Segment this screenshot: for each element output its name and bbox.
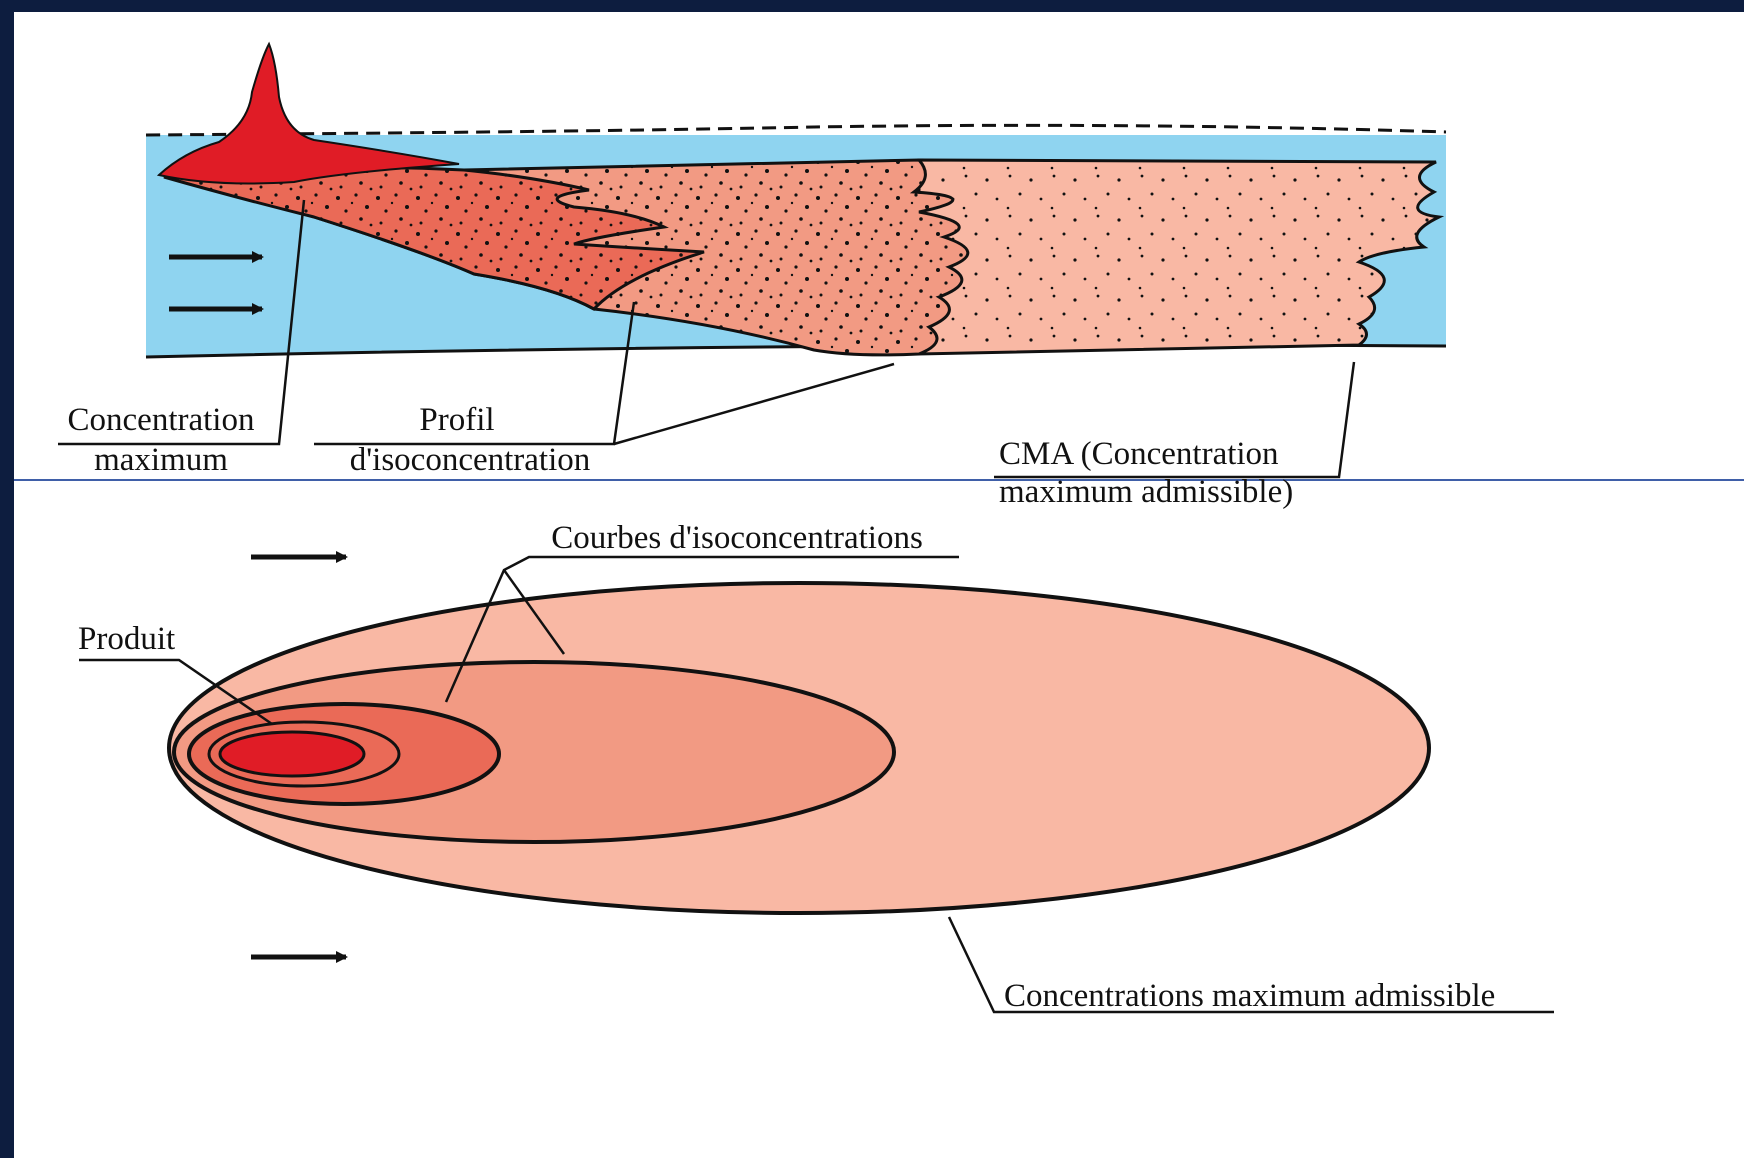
- label-concentrations-maximum-admissible: Concentrations maximum admissible: [1004, 978, 1495, 1014]
- top-cross-section: Concentration maximum Profil d'isoconcen…: [58, 44, 1446, 478]
- product-core: [220, 732, 364, 776]
- label-concentration-maximum-line1: Concentration: [68, 402, 255, 438]
- label-cma-line1: CMA (Concentration: [999, 436, 1279, 472]
- diagram-canvas: Concentration maximum Profil d'isoconcen…: [14, 12, 1744, 1158]
- label-cma-line2: maximum admissible): [999, 474, 1293, 510]
- label-profil-line1: Profil: [419, 402, 494, 438]
- label-courbes-isoconcentrations: Courbes d'isoconcentrations: [551, 520, 923, 556]
- label-profil-line2: d'isoconcentration: [350, 442, 591, 478]
- label-produit: Produit: [78, 621, 175, 657]
- label-concentration-maximum-line2: maximum: [94, 442, 228, 478]
- water-surface-dashed-line: [146, 125, 1446, 135]
- product-concentration-spike: [159, 44, 459, 183]
- bottom-plan-view: Courbes d'isoconcentrations Produit Conc…: [78, 520, 1554, 1014]
- pollution-dispersion-diagram: Concentration maximum Profil d'isoconcen…: [14, 12, 1744, 1158]
